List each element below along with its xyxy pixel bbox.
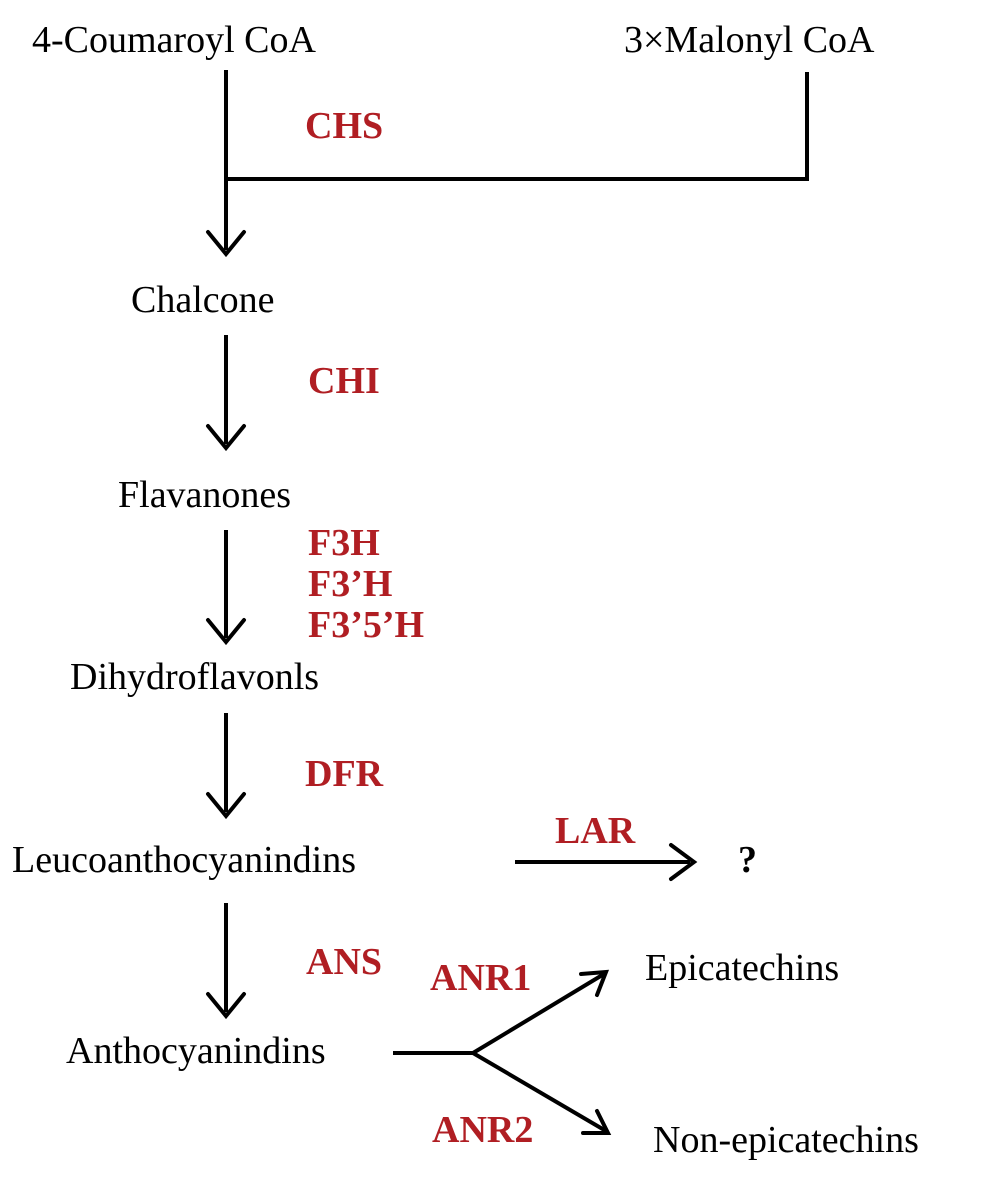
compound-lar-product: ? [738,839,757,881]
arrowhead-to-dihydroflavonols [206,618,246,646]
arrowhead-to-epicatechins [579,969,610,997]
enzyme-f3ph: F3’H [308,563,392,605]
compound-non-epicatechins: Non-epicatechins [653,1119,919,1161]
compound-leucoanthocyanidins: Leucoanthocyanindins [12,839,356,881]
enzyme-anr2: ANR2 [432,1109,533,1151]
enzyme-chi: CHI [308,360,380,402]
enzyme-f35h: F3’5’H [308,604,424,646]
arrowhead-to-anthocyanidins [206,992,246,1020]
compound-flavanones: Flavanones [118,474,291,516]
edge-malonyl-join [226,72,809,181]
compound-anthocyanidins: Anthocyanindins [66,1030,326,1072]
enzyme-lar: LAR [555,810,636,852]
arrowhead-to-chalcone [206,230,246,258]
arrowhead-to-leuco [206,792,246,820]
arrowhead-to-non-epicatechins [581,1109,612,1135]
edge-branch-non-epicatechins [471,1051,608,1133]
compound-dihydroflavonols: Dihydroflavonls [70,656,319,698]
enzyme-chs: CHS [305,105,383,147]
compound-coumaroyl-coa: 4-Coumaroyl CoA [32,19,316,61]
compound-chalcone: Chalcone [131,279,275,321]
enzyme-ans: ANS [306,941,382,983]
arrowhead-to-unknown [669,843,698,881]
edge-branch-epicatechins [471,972,606,1055]
enzyme-f3h: F3H [308,522,380,564]
enzyme-anr1: ANR1 [430,957,531,999]
arrowhead-to-flavanones [206,424,246,452]
enzyme-dfr: DFR [305,753,384,795]
compound-epicatechins: Epicatechins [645,947,839,989]
compound-malonyl-coa: 3×Malonyl CoA [624,19,875,61]
